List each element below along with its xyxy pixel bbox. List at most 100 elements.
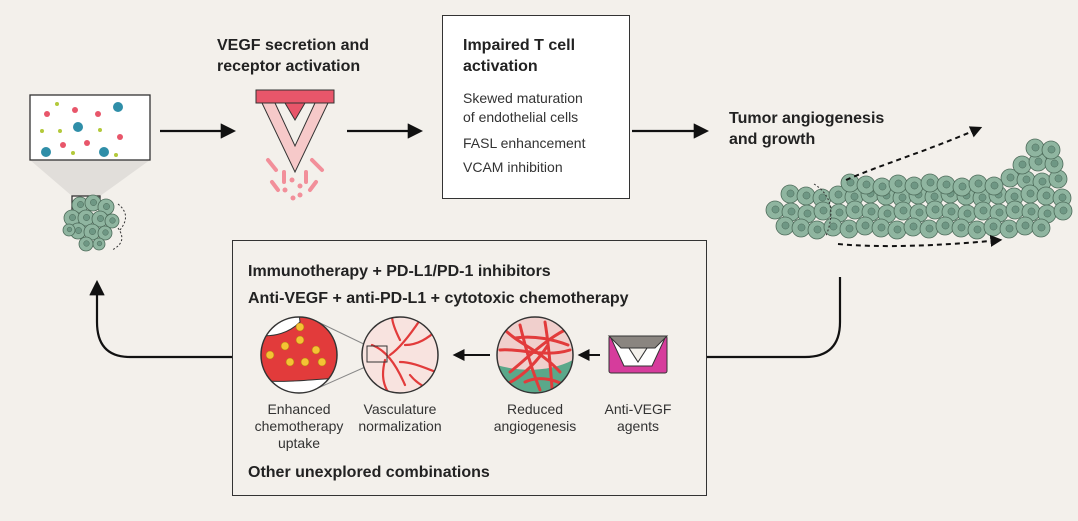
chemo-particle bbox=[295, 322, 305, 332]
tumor-cell bbox=[97, 225, 113, 241]
tumor-cell bbox=[989, 203, 1009, 223]
tumor-cell bbox=[967, 220, 987, 240]
tumor-cell bbox=[952, 177, 972, 197]
step-label: Enhanced chemotherapy uptake bbox=[254, 401, 344, 451]
molecule-dot bbox=[41, 147, 51, 157]
tumor-cell bbox=[1036, 186, 1056, 206]
vegf-particle bbox=[308, 180, 318, 192]
vegf-title: VEGF secretion and receptor activation bbox=[217, 37, 370, 75]
tumor-cell bbox=[941, 202, 961, 222]
molecule-dot bbox=[98, 128, 102, 132]
tumor-cell bbox=[78, 236, 94, 252]
tumor-boundary-mark bbox=[813, 183, 832, 237]
vegf-particle bbox=[297, 192, 303, 198]
tumor-cell bbox=[1005, 200, 1025, 220]
tcell-activation-box bbox=[442, 15, 630, 199]
tumor-cell bbox=[71, 196, 89, 214]
vegf-particle bbox=[290, 195, 296, 201]
tumor-cell bbox=[903, 217, 923, 237]
tumor-cell bbox=[62, 223, 76, 237]
tumor-cell bbox=[1025, 138, 1045, 158]
tumor-cell bbox=[1021, 202, 1041, 222]
chemo-particle bbox=[295, 335, 305, 345]
tumor-cell bbox=[999, 219, 1019, 239]
molecule-dot bbox=[84, 140, 90, 146]
loop-line-right bbox=[706, 277, 842, 359]
tumor-cell bbox=[1041, 140, 1061, 160]
chemo-particle bbox=[265, 350, 275, 360]
tumor-cell bbox=[984, 176, 1004, 196]
tumor-cell bbox=[84, 194, 102, 212]
tumor-boundary-mark bbox=[117, 203, 126, 231]
tumor-cell bbox=[1020, 184, 1040, 204]
molecule-dot bbox=[113, 102, 123, 112]
combo-line-1: Immunotherapy + PD-L1/PD-1 inhibitors bbox=[248, 263, 551, 280]
tumor-cell bbox=[871, 218, 891, 238]
molecule-dot bbox=[99, 147, 109, 157]
vegf-receptor-icon bbox=[255, 89, 335, 174]
tumor-cell bbox=[840, 173, 860, 193]
tumor-cell bbox=[839, 219, 859, 239]
combo-line-2: Anti-VEGF + anti-PD-L1 + cytotoxic chemo… bbox=[248, 290, 629, 307]
molecule-dot bbox=[44, 111, 50, 117]
vasculature-normalization-icon bbox=[361, 316, 439, 394]
molecule-dot bbox=[71, 151, 75, 155]
tumor-cell bbox=[77, 209, 95, 227]
tumor-cell bbox=[1012, 155, 1032, 175]
tumor-cell bbox=[1028, 152, 1048, 172]
tumor-cell bbox=[845, 200, 865, 220]
combo-footer: Other unexplored combinations bbox=[248, 464, 490, 481]
small-tumor-icon bbox=[62, 194, 120, 252]
anti-vegf-agent-icon bbox=[607, 335, 669, 374]
tumor-cell bbox=[888, 174, 908, 194]
vegf-particle bbox=[297, 183, 303, 189]
tumor-cell bbox=[1053, 201, 1073, 221]
chemo-particle bbox=[317, 357, 327, 367]
growth-arrow-lower bbox=[837, 234, 1003, 248]
vegf-particle bbox=[310, 158, 324, 172]
tumor-cell bbox=[904, 176, 924, 196]
tumor-cell bbox=[925, 200, 945, 220]
tumor-cell bbox=[983, 217, 1003, 237]
tumor-cell bbox=[919, 219, 939, 239]
molecule-dot bbox=[40, 129, 44, 133]
vegf-particle bbox=[282, 187, 288, 193]
tcell-title: Impaired T cell activation bbox=[463, 37, 576, 75]
molecule-dot bbox=[117, 134, 123, 140]
tumor-cell bbox=[796, 186, 816, 206]
tumor-cell bbox=[887, 220, 907, 240]
tumor-cell bbox=[92, 237, 106, 251]
secreted-molecules bbox=[40, 102, 123, 157]
tumor-boundary-mark bbox=[111, 227, 123, 251]
tumor-cell bbox=[813, 201, 833, 221]
tumor-cell bbox=[1000, 168, 1020, 188]
tumor-cell bbox=[104, 213, 120, 229]
chemo-particle bbox=[280, 341, 290, 351]
tumor-cell bbox=[807, 220, 827, 240]
molecule-dot bbox=[72, 107, 78, 113]
chemo-particle bbox=[311, 345, 321, 355]
tumor-cell bbox=[951, 218, 971, 238]
tumor-cell bbox=[920, 173, 940, 193]
zoom-connector bbox=[317, 363, 373, 389]
molecule-dot bbox=[58, 129, 62, 133]
tumor-cell bbox=[893, 201, 913, 221]
loop-arrow-left bbox=[89, 279, 232, 359]
vegf-particle bbox=[270, 180, 280, 192]
step-label: Vasculature normalization bbox=[358, 401, 442, 434]
tumor-cell bbox=[765, 200, 785, 220]
large-tumor-icon bbox=[765, 138, 1073, 240]
chemo-particle bbox=[285, 357, 295, 367]
growth-arrow-upper bbox=[845, 126, 983, 181]
tumor-cell bbox=[1031, 218, 1051, 238]
tumor-cell bbox=[780, 184, 800, 204]
tumor-cell bbox=[775, 216, 795, 236]
step-label: Reduced angiogenesis bbox=[493, 401, 577, 434]
tumor-cell bbox=[1044, 154, 1064, 174]
tumor-cell bbox=[872, 177, 892, 197]
combination-therapy-box bbox=[232, 240, 707, 496]
tumor-cell bbox=[823, 217, 843, 237]
molecule-dot bbox=[60, 142, 66, 148]
tumor-cell bbox=[855, 216, 875, 236]
